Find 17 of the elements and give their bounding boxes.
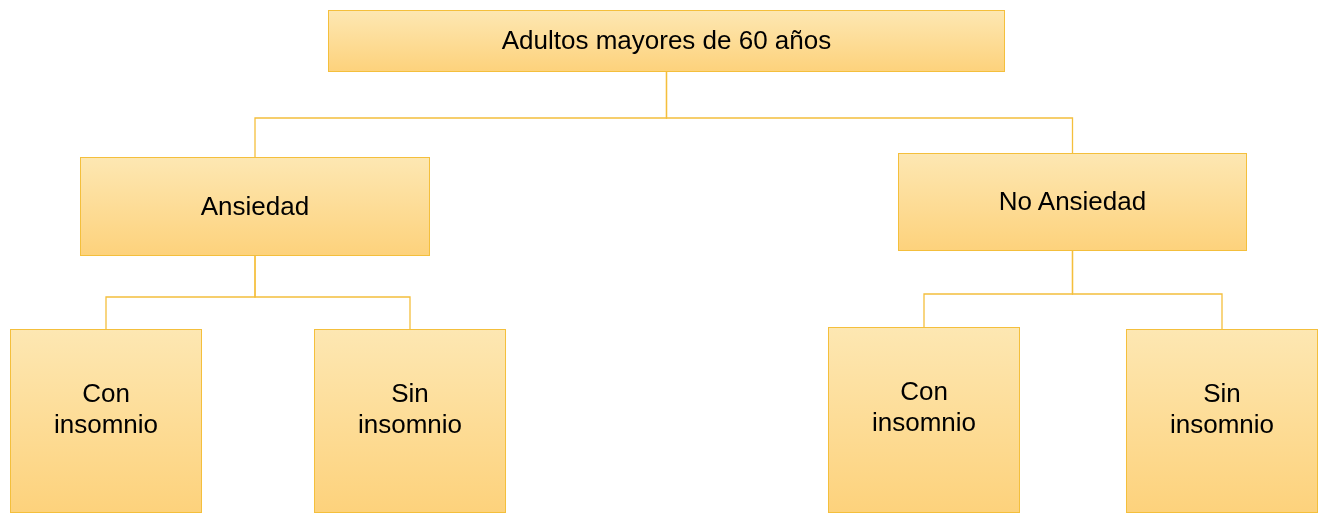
connector-line xyxy=(1071,250,1223,330)
box-label: Con insomnio xyxy=(870,376,978,439)
box-label: No Ansiedad xyxy=(998,186,1147,218)
category-box xyxy=(80,157,430,256)
box-label: Con insomnio xyxy=(52,378,160,441)
category-box xyxy=(898,153,1247,251)
box-label: Sin insomnio xyxy=(1168,378,1276,441)
connector-line xyxy=(254,255,411,330)
connector-line xyxy=(665,71,1074,154)
category-box xyxy=(828,327,1020,513)
category-box xyxy=(1126,329,1318,513)
category-box xyxy=(328,10,1005,72)
box-label: Sin insomnio xyxy=(356,378,464,441)
category-box xyxy=(10,329,202,513)
box-label: Adultos mayores de 60 años xyxy=(501,25,832,57)
category-box xyxy=(314,329,506,513)
box-label: Ansiedad xyxy=(200,190,310,223)
